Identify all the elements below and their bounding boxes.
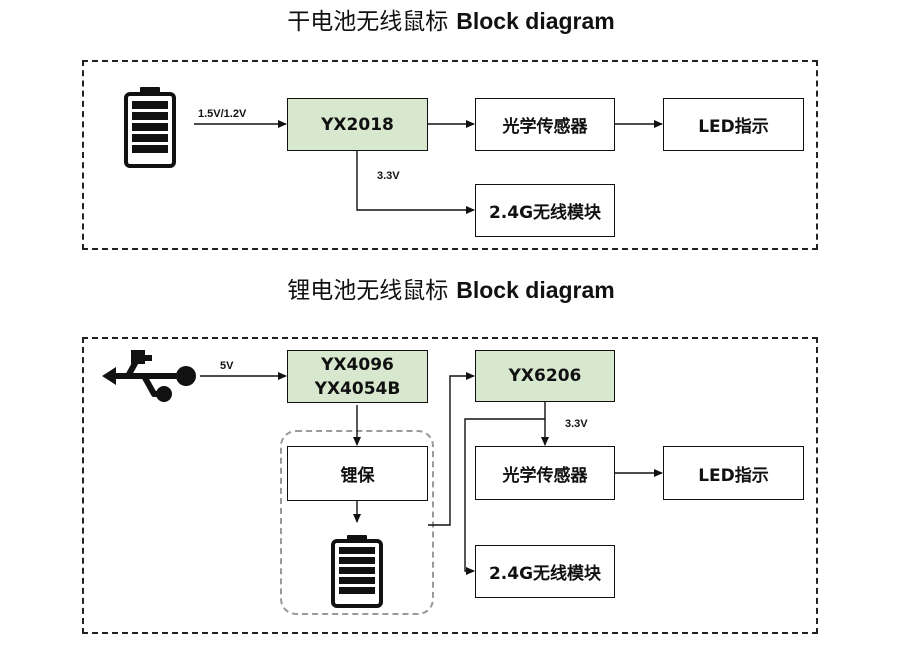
diagram2-output-voltage: 3.3V	[565, 418, 588, 430]
diagram2-title-en: Block diagram	[456, 277, 615, 303]
diagram2-charger-block: YX4096 YX4054B	[287, 350, 428, 403]
battery-icon	[124, 86, 176, 172]
diagram1-title: 干电池无线鼠标 Block diagram	[0, 6, 902, 37]
diagram2-optical-sensor-block: 光学传感器	[475, 446, 615, 500]
charger-line2: YX4054B	[314, 378, 401, 399]
wire-yx6206-to-wireless	[464, 418, 545, 575]
diagram1-input-voltage: 1.5V/1.2V	[198, 108, 247, 120]
diagram1-wireless-block: 2.4G无线模块	[475, 184, 615, 237]
usb-icon	[100, 350, 200, 406]
wire-protect-to-yx6206	[428, 372, 475, 526]
diagram1-output-voltage: 3.3V	[377, 170, 400, 182]
diagram1-title-cn: 干电池无线鼠标	[287, 9, 449, 35]
diagram2-input-voltage: 5V	[220, 360, 234, 372]
diagram2-protect-block: 锂保	[287, 446, 428, 501]
battery-icon	[331, 534, 383, 612]
diagram1-panel	[82, 60, 818, 250]
charger-line1: YX4096	[321, 354, 394, 375]
diagram1-regulator-block: YX2018	[287, 98, 428, 151]
diagram1-optical-sensor-block: 光学传感器	[475, 98, 615, 151]
diagram1-led-block: LED指示	[663, 98, 804, 151]
diagram2-title: 锂电池无线鼠标 Block diagram	[0, 275, 902, 306]
diagram2-regulator-block: YX6206	[475, 350, 615, 402]
diagram2-title-cn: 锂电池无线鼠标	[287, 278, 449, 304]
diagram2-panel	[82, 337, 818, 634]
wire-yx2018-to-wireless	[356, 151, 475, 214]
diagram1-title-en: Block diagram	[456, 8, 615, 34]
diagram2-led-block: LED指示	[663, 446, 804, 500]
diagram2-wireless-block: 2.4G无线模块	[475, 545, 615, 598]
